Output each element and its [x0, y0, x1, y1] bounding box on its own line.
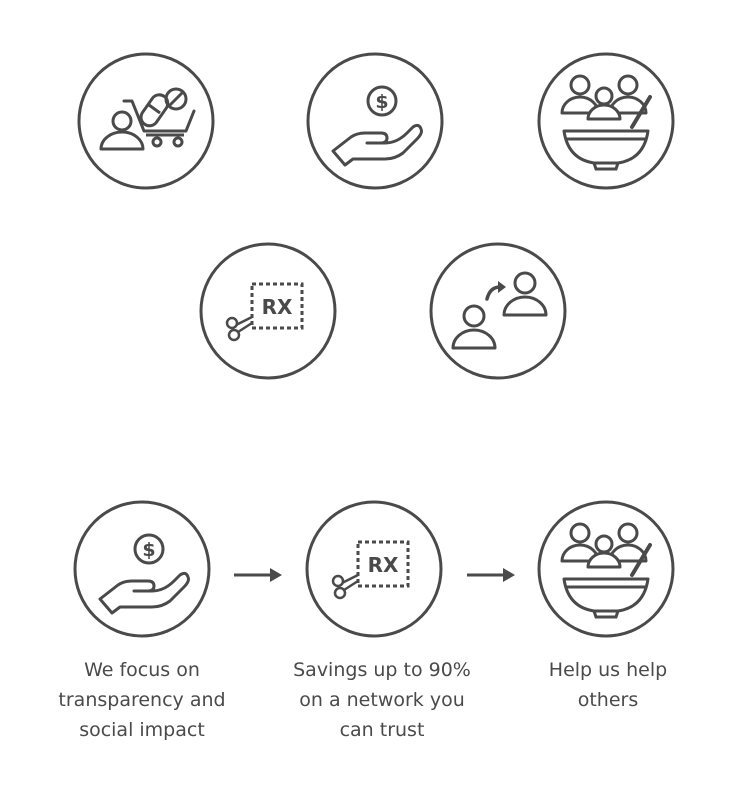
- rx-coupon-icon: RX: [198, 241, 338, 381]
- step-1-caption: We focus on transparency and social impa…: [58, 659, 226, 741]
- dollar-symbol: $: [375, 91, 388, 113]
- dollar-symbol: $: [142, 539, 155, 561]
- flow-arrow-1: [232, 565, 284, 585]
- step-2-rx-coupon-icon: RX: [304, 499, 444, 639]
- step-2-caption: Savings up to 90% on a network you can t…: [293, 659, 471, 741]
- person-cart-pills-icon: [76, 51, 216, 191]
- people-bowl-icon: [536, 51, 676, 191]
- step-1-hand-coin-icon: $: [72, 499, 212, 639]
- step-3-people-bowl-icon: [536, 499, 676, 639]
- rx-label: RX: [262, 295, 293, 319]
- rx-label: RX: [368, 553, 399, 577]
- hand-coin-icon: $: [305, 51, 445, 191]
- step-3-caption: Help us help others: [548, 659, 668, 711]
- referral-icon: [428, 241, 568, 381]
- flow-arrow-2: [465, 565, 517, 585]
